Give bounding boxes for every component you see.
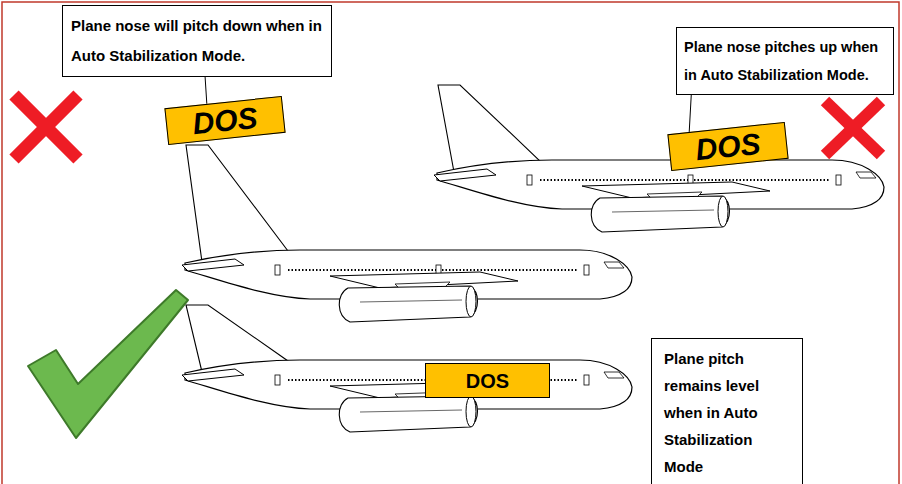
cross-stroke — [825, 101, 881, 155]
tail-fin — [186, 145, 288, 262]
leader-line — [689, 95, 691, 132]
cross-stroke — [14, 95, 78, 159]
cross-stroke — [14, 95, 78, 159]
callout-box: Plane nose pitches up when in Auto Stabi… — [676, 27, 894, 95]
callout-text: Plane nose will pitch down when in Auto … — [71, 11, 323, 71]
tail-fin — [438, 85, 540, 172]
dos-text: DOS — [694, 127, 762, 166]
cross-stroke — [825, 101, 881, 155]
plane-outline — [182, 360, 632, 432]
plane-outline — [182, 250, 632, 322]
check-mark — [28, 290, 188, 438]
callout-box: Plane pitch remains level when in Auto S… — [651, 338, 803, 484]
wrong-mark — [14, 95, 78, 159]
dos-text: DOS — [466, 369, 509, 393]
plane-outline — [434, 160, 884, 232]
dos-label: DOS — [667, 122, 788, 171]
callout-text: Plane nose pitches up when in Auto Stabi… — [684, 33, 886, 89]
callout-box: Plane nose will pitch down when in Auto … — [62, 5, 332, 77]
plane-pitch-down — [182, 145, 632, 322]
dos-label: DOS — [425, 363, 550, 398]
wrong-mark — [825, 101, 881, 155]
dos-text: DOS — [191, 101, 259, 140]
leader-line — [205, 77, 207, 104]
plane-pitch-up — [434, 85, 884, 232]
dos-label: DOS — [164, 96, 285, 145]
callout-text: Plane pitch remains level when in Auto S… — [664, 345, 790, 480]
plane-level — [182, 305, 632, 432]
